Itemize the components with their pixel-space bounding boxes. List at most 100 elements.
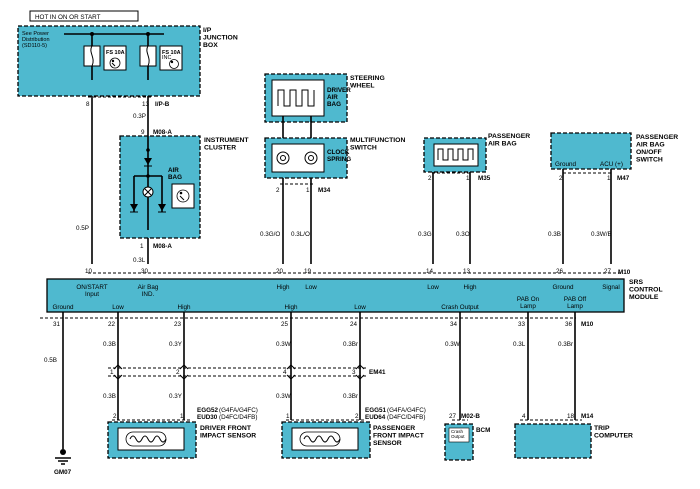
fuse1-label: FS 10A bbox=[106, 50, 125, 56]
diode-icon bbox=[130, 204, 138, 213]
wire-label-crash: 0.3W bbox=[445, 341, 460, 348]
trip-pin-4: 4 bbox=[522, 413, 526, 420]
pab-pin-1: 1 bbox=[466, 175, 470, 182]
ip-conn-label: I/P-B bbox=[155, 101, 170, 108]
clock-spring-icon bbox=[276, 151, 318, 165]
srs-top-pin: 10 bbox=[85, 268, 93, 275]
em41-conn-label: EM41 bbox=[369, 369, 386, 376]
hot-label-text: HOT IN ON OR START bbox=[35, 14, 101, 21]
srs-bottom-pin-label: Crash Output bbox=[441, 304, 479, 311]
trip-pin-18: 18 bbox=[567, 413, 575, 420]
srs-bottom-pin: 31 bbox=[53, 321, 61, 328]
pab-switch-acu-label: ACU (+) bbox=[600, 161, 623, 168]
fuse-icon bbox=[83, 45, 101, 67]
cluster-conn-bot: M08-A bbox=[153, 243, 172, 250]
em41-pin-2: 2 bbox=[176, 369, 180, 376]
airbag-person-icon bbox=[176, 189, 190, 203]
sensor-coil-icon bbox=[125, 431, 167, 447]
ms-pin-2: 2 bbox=[276, 187, 280, 194]
diode-icon bbox=[144, 158, 152, 167]
srs-bottom-pin-label: Ground bbox=[52, 304, 74, 311]
wire-label-pfi-left-2: 0.3W bbox=[276, 393, 291, 400]
pfi-model1: EGG51 bbox=[365, 407, 386, 414]
hot-label: HOT IN ON OR START bbox=[29, 10, 139, 22]
ip-pin-8: 8 bbox=[86, 101, 90, 108]
srs-top-pin: 26 bbox=[556, 268, 564, 275]
srs-top-pin-label: Signal bbox=[602, 284, 620, 291]
wire-label-0-5p: 0.5P bbox=[76, 225, 89, 232]
srs-bottom-pin-label: Low bbox=[112, 304, 124, 311]
pfi-model2: EUD64 bbox=[365, 414, 386, 421]
bcm-pin-27: 27 bbox=[449, 413, 457, 420]
srs-bottom-pin: 34 bbox=[450, 321, 458, 328]
passenger-front-impact-sensor: 1 2 EGG51 (G4FA/G4FC) EUD64 (D4FC/D4FB) … bbox=[281, 407, 426, 459]
fuse-icon bbox=[139, 45, 157, 67]
cluster-pin-1: 1 bbox=[140, 243, 144, 250]
srs-top-pin: 27 bbox=[604, 268, 612, 275]
sw-pin-2: 2 bbox=[559, 175, 563, 182]
ip-pin-13: 13 bbox=[142, 101, 150, 108]
wire-label-0-3p: 0.3P bbox=[133, 113, 146, 120]
dfi-model1: EGG52 bbox=[197, 407, 218, 414]
squib-icon bbox=[277, 89, 315, 107]
pfi-pin-2: 2 bbox=[355, 413, 359, 420]
srs-top-pin-label: High bbox=[464, 284, 477, 291]
ms-conn-label: M34 bbox=[318, 187, 331, 194]
pfi-model2-sub: (D4FC/D4FB) bbox=[387, 414, 425, 421]
wire-label-pab-off: 0.3Br bbox=[558, 341, 573, 348]
airbag-person-icon bbox=[109, 57, 121, 69]
pfi-pin-1: 1 bbox=[286, 413, 290, 420]
srs-top-pin: 13 bbox=[463, 268, 471, 275]
wire-label-dfi-left-2: 0.3B bbox=[103, 393, 116, 400]
dfi-pin-1: 1 bbox=[180, 413, 184, 420]
driver-front-impact-sensor: 2 1 EGG52 (G4FA/G4FC) EUD30 (D4FC/D4FB) … bbox=[107, 407, 258, 459]
cluster-pin-9: 9 bbox=[141, 129, 145, 136]
srs-bottom-pin: 24 bbox=[350, 321, 358, 328]
dfi-pin-2: 2 bbox=[113, 413, 117, 420]
wire-label-0-3b: 0.3B bbox=[548, 231, 561, 238]
wire-label-pfi-right-2: 0.3Br bbox=[343, 393, 358, 400]
wire-label-pab-on: 0.3L bbox=[513, 341, 526, 348]
dfi-model2: EUD30 bbox=[197, 414, 218, 421]
srs-bottom-pin: 33 bbox=[518, 321, 526, 328]
srs-bottom-pin: 23 bbox=[174, 321, 182, 328]
warning-lamp-icon bbox=[142, 186, 154, 198]
srs-top-pin: 14 bbox=[426, 268, 434, 275]
ms-pin-1: 1 bbox=[306, 187, 310, 194]
srs-bottom-pin-label: High bbox=[178, 304, 191, 311]
diode-icon bbox=[158, 204, 166, 213]
wire-label-pfi-left: 0.3W bbox=[276, 341, 291, 348]
srs-top-pin-label: Low bbox=[427, 284, 439, 291]
airbag-person-icon bbox=[169, 59, 179, 69]
wire-label-0-3l-o: 0.3L/O bbox=[291, 231, 310, 238]
srs-top-pin-label: Ground bbox=[552, 284, 574, 291]
sensor-coil-icon bbox=[299, 431, 341, 447]
wire-label-0-3o: 0.3O bbox=[456, 231, 470, 238]
ground-label: GM07 bbox=[54, 469, 72, 476]
sw-conn-label: M47 bbox=[617, 175, 630, 182]
wire-label-0-3g: 0.3G bbox=[418, 231, 432, 238]
